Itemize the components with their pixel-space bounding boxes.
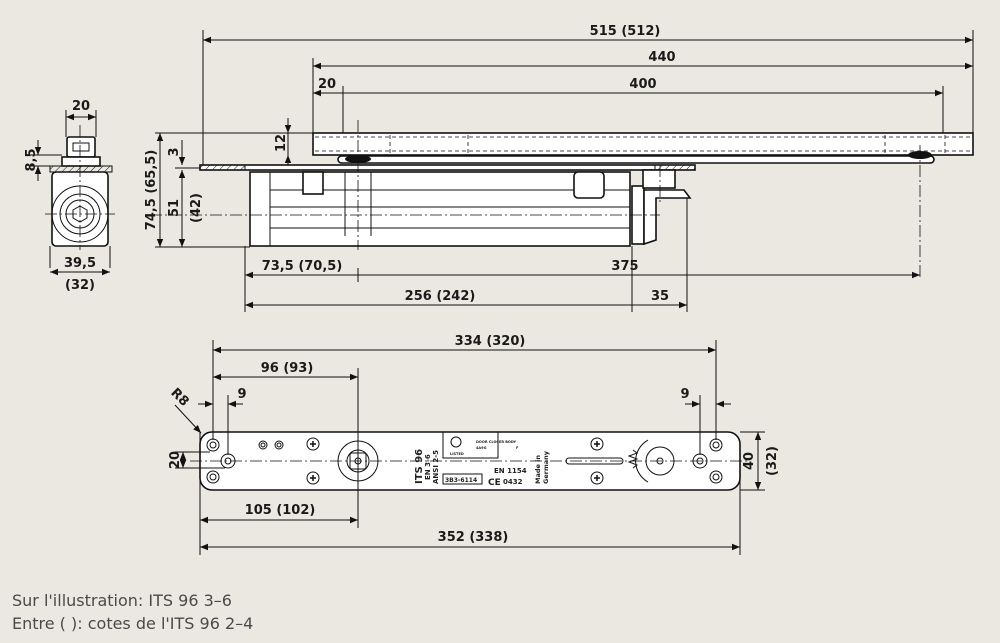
side-view: 20 8,5 39,5 (32)	[24, 99, 115, 293]
dim-overall: 515 (512)	[590, 24, 661, 39]
dim-arm-offset: 20	[318, 77, 336, 92]
dim-left-hole: 9	[237, 387, 246, 402]
arm-link	[337, 155, 935, 164]
dim-body-length: 256 (242)	[405, 289, 476, 304]
dim-arm-height: 12	[274, 134, 289, 152]
ce-code: 0432	[503, 478, 523, 486]
ul-text: DOOR CLOSER BODY	[476, 440, 517, 444]
dim-arm-reach: 375	[611, 259, 638, 274]
dim-hole-pitch: 20	[168, 451, 183, 469]
dim-body-height: 51	[167, 199, 182, 217]
plate-model: ITS 96	[414, 449, 425, 484]
ul-f: F	[516, 446, 519, 450]
dim-right-hole: 9	[680, 387, 689, 402]
plate-made-in: Made in	[534, 455, 542, 484]
dim-hole-span: 334 (320)	[455, 334, 526, 349]
dim-left-offset: 73,5 (70,5)	[262, 259, 343, 274]
dim-plate-thickness: 3	[167, 147, 182, 156]
top-view: 515 (512) 440 20 400 12 74,5 (65,5) 3 51…	[144, 24, 974, 312]
ul-code: 4A9G	[476, 446, 487, 450]
ul-listed: LISTED	[450, 452, 464, 456]
dim-total-height: 74,5 (65,5)	[144, 150, 159, 231]
dim-side-width-alt: (32)	[65, 278, 95, 293]
dim-plate-length: 352 (338)	[438, 530, 509, 545]
plate-en: EN 3-6	[424, 454, 432, 480]
dim-axis-offset: 96 (93)	[261, 361, 314, 376]
dim-arm-length: 440	[648, 50, 675, 65]
dim-plate-height-alt: (32)	[765, 446, 780, 476]
arm-rail	[312, 132, 974, 156]
dim-radius: R8	[167, 385, 191, 409]
dim-side-top-height: 8,5	[24, 148, 39, 171]
ce-mark: CE	[488, 478, 501, 488]
plate-en1154: EN 1154	[494, 467, 527, 475]
caption-brackets: Entre ( ): cotes de l'ITS 96 2–4	[12, 614, 254, 633]
dim-arm-span: 400	[629, 77, 656, 92]
plate-serial: 3B3-6114	[445, 477, 477, 484]
dim-bracket: 35	[651, 289, 669, 304]
dim-body-height-alt: (42)	[189, 193, 204, 223]
dim-axis-from-edge: 105 (102)	[245, 503, 316, 518]
dim-side-top-width: 20	[72, 99, 90, 114]
caption-illustration: Sur l'illustration: ITS 96 3–6	[12, 591, 232, 610]
plate-germany: Germany	[542, 450, 550, 484]
mounting-plate: ITS 96 EN 3-6 ANSI 2-5 LISTED DOOR CLOSE…	[167, 334, 780, 555]
dim-side-width: 39,5	[64, 256, 96, 271]
dim-plate-height: 40	[742, 452, 757, 470]
plate-ansi: ANSI 2-5	[432, 450, 440, 484]
